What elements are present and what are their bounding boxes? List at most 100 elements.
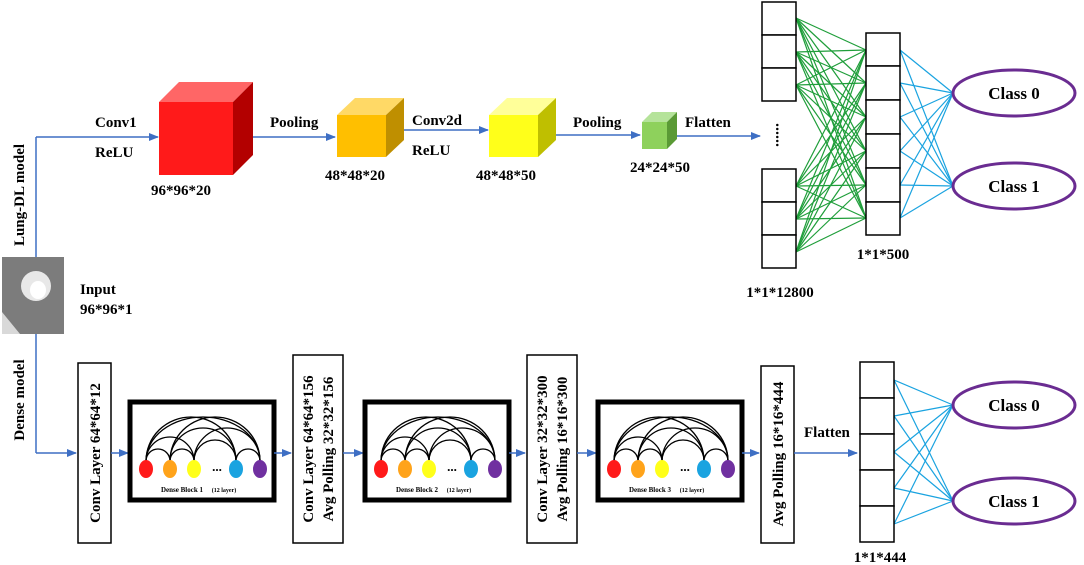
dense-connection-arc <box>428 439 472 462</box>
dense-connection-arc <box>404 416 496 462</box>
dense-block-arcs <box>613 416 729 462</box>
dense-connection-arc <box>637 427 705 462</box>
dense-connection-arc <box>169 427 237 462</box>
dense-layer-node <box>163 460 177 478</box>
dense-block-1: ... Dense Block 1 (12 layer) <box>127 399 277 503</box>
dense-layer-node <box>422 460 436 478</box>
fc-cell <box>865 201 901 236</box>
dense-connection-arc <box>404 427 472 462</box>
dense-layer-node <box>488 460 502 478</box>
connection-line <box>795 82 867 253</box>
dense-connection-arc <box>193 427 261 462</box>
connection-line <box>899 184 954 187</box>
fc-cell <box>865 99 901 135</box>
dense-block-2: ... Dense Block 2 (12 layer) <box>362 399 512 503</box>
cube1-front <box>159 102 233 175</box>
bottom-fc-column <box>859 361 895 543</box>
dense-connection-arc <box>235 448 261 462</box>
dense-connection-arc <box>428 427 496 462</box>
connection-line <box>899 49 954 94</box>
connection-line <box>899 150 954 187</box>
flatten-label-top: Flatten <box>685 115 731 131</box>
transition2-pool-label: Avg Polling 16*16*300 <box>555 377 571 522</box>
cube2-dims: 48*48*20 <box>325 168 385 184</box>
flatten-label-bottom: Flatten <box>804 425 850 441</box>
connection-line <box>899 92 954 219</box>
transition1-box <box>292 354 344 544</box>
connection-line <box>893 487 954 502</box>
fc-cell <box>865 32 901 67</box>
final-pool-box <box>760 365 795 544</box>
connection-line <box>795 217 867 253</box>
flatten-cell <box>761 67 797 102</box>
final-pool-label: Avg Polling 16*16*444 <box>771 381 787 526</box>
cube1-feature-map <box>159 82 253 175</box>
cube3-feature-map <box>489 98 556 157</box>
connection-line <box>795 49 867 187</box>
connection-line <box>893 451 954 502</box>
bottom-fc-to-class-connections <box>893 379 954 525</box>
connection-line <box>795 49 867 53</box>
class1-label-top: Class 1 <box>988 177 1039 196</box>
dense-block-layers: (12 layer) <box>680 487 705 494</box>
dense-block-nodes <box>139 460 267 478</box>
connection-line <box>899 82 954 94</box>
dense-connection-arc <box>613 436 663 462</box>
class0-label-top: Class 0 <box>988 84 1039 103</box>
dense-block-name: Dense Block 1 <box>161 486 204 494</box>
fc-cell <box>865 133 901 169</box>
conv2d-label: Conv2d <box>412 113 463 129</box>
cube2-feature-map <box>337 98 404 157</box>
conv-layer-label: Conv Layer 64*64*12 <box>88 383 104 523</box>
cube4-front <box>642 122 667 149</box>
dense-block-nodes <box>607 460 735 478</box>
connection-line <box>893 404 954 417</box>
cube4-top <box>642 112 677 122</box>
connection-line <box>795 116 867 253</box>
dense-connection-arc <box>661 427 729 462</box>
dense-layer-node <box>253 460 267 478</box>
fc-cell <box>859 361 895 399</box>
dense-connection-arc <box>703 448 729 462</box>
cube2-side <box>386 98 404 157</box>
dense-connection-arc <box>145 436 195 462</box>
connection-line <box>893 379 954 406</box>
cube2-top <box>337 98 404 115</box>
class0-label-bottom: Class 0 <box>988 396 1039 415</box>
cube1-top <box>159 82 253 102</box>
connection-line <box>795 150 867 253</box>
fc-cell <box>865 167 901 203</box>
dense-block-3: ... Dense Block 3 (12 layer) <box>595 399 745 503</box>
transition1-conv-label: Conv Layer 64*64*156 <box>301 375 317 523</box>
top-fc-column <box>865 32 901 236</box>
dense-block-name: Dense Block 2 <box>396 486 439 494</box>
class1-label-bottom: Class 1 <box>988 492 1039 511</box>
dense-layer-node <box>464 460 478 478</box>
dense-connection-arc <box>637 416 729 462</box>
fc-cell <box>859 505 895 543</box>
dense-connection-arc <box>380 436 430 462</box>
input-dims: 96*96*1 <box>80 302 133 318</box>
cube4-feature-map <box>642 112 677 149</box>
dense-layer-node <box>607 460 621 478</box>
relu1-label: ReLU <box>95 145 133 161</box>
pooling2-label: Pooling <box>573 115 622 131</box>
cube3-side <box>538 98 556 157</box>
connection-line <box>795 49 867 253</box>
dense-connection-arc <box>613 416 705 462</box>
fc-cell <box>859 397 895 435</box>
cube3-dims: 48*48*50 <box>476 168 536 184</box>
dense-connection-arc <box>470 448 496 462</box>
cube3-top <box>489 98 556 115</box>
cube1-side <box>233 82 253 175</box>
connection-line <box>899 92 954 152</box>
dense-block-name: Dense Block 3 <box>629 486 672 494</box>
fc-cell <box>865 65 901 101</box>
transition2-box <box>526 354 578 544</box>
dense-block-arcs <box>380 416 496 462</box>
input-group: Input 96*96*1 <box>2 257 133 334</box>
dense-block-ellipsis: ... <box>212 459 222 474</box>
cube1-dims: 96*96*20 <box>151 183 211 199</box>
cube4-side <box>667 112 677 149</box>
top-fc-to-class-connections <box>899 49 954 219</box>
